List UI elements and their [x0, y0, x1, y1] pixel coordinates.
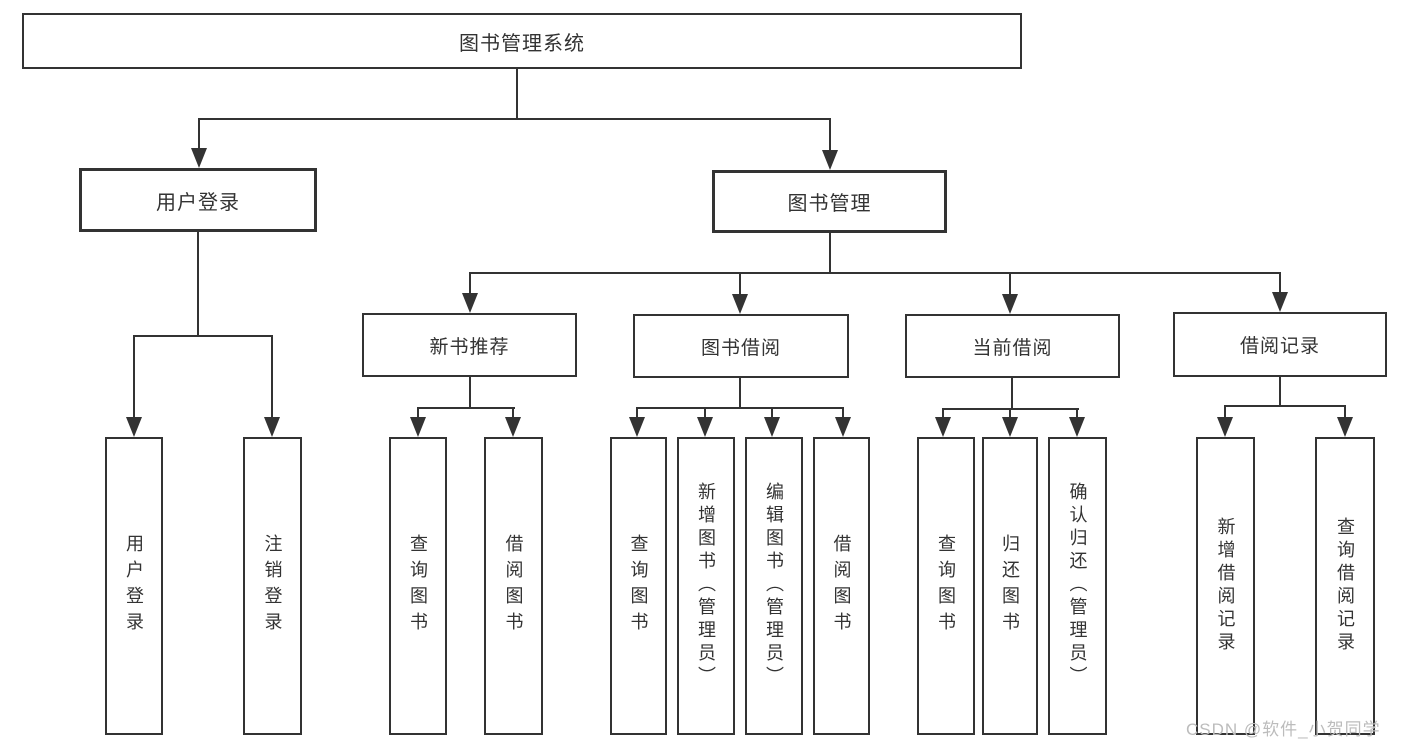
connector-line [1011, 378, 1013, 408]
connector-line [133, 335, 273, 337]
arrow-down-icon [1272, 292, 1288, 312]
arrow-down-icon [835, 417, 851, 437]
node-label: 注销登录 [262, 533, 283, 639]
connector-line [1009, 272, 1011, 296]
node-label: 图书管理 [787, 193, 872, 215]
arrow-down-icon [410, 417, 426, 437]
connector-line [417, 407, 515, 409]
node-label: 用户登录 [156, 191, 240, 214]
connector-line [1279, 377, 1281, 405]
csdn-watermark: CSDN @软件_小贺同学 [1186, 720, 1381, 739]
connector-line [133, 335, 135, 419]
connector-line [271, 335, 273, 419]
leaf-confirm-return-admin: 确认归还（管理员） [1048, 437, 1107, 735]
node-label: 确认归还（管理员） [1067, 482, 1088, 690]
connector-line [1344, 405, 1346, 419]
arrow-down-icon [1337, 417, 1353, 437]
connector-line [198, 118, 200, 150]
arrow-down-icon [629, 417, 645, 437]
connector-line [739, 272, 741, 296]
node-label: 新增图书（管理员） [696, 482, 716, 690]
leaf-query-books-borrowing: 查询图书 [610, 437, 667, 735]
node-label: 新增借阅记录 [1215, 516, 1236, 656]
node-label: 查询图书 [628, 533, 649, 639]
leaf-return-books: 归还图书 [982, 437, 1038, 735]
leaf-borrow-books-recommend: 借阅图书 [484, 437, 543, 735]
node-label: 借阅图书 [503, 533, 524, 639]
connector-line [198, 118, 831, 120]
arrow-down-icon [126, 417, 142, 437]
node-label: 查询图书 [408, 533, 428, 639]
arrow-down-icon [1002, 417, 1018, 437]
connector-line [469, 272, 471, 295]
connector-line [636, 407, 844, 409]
leaf-edit-books-admin: 编辑图书（管理员） [745, 437, 803, 735]
arrow-down-icon [462, 293, 478, 313]
node-label: 新书推荐 [429, 336, 510, 358]
node-label: 当前借阅 [972, 337, 1053, 359]
connector-line [512, 407, 514, 419]
connector-line [1224, 405, 1346, 407]
node-label: 用户登录 [124, 533, 144, 639]
arrow-down-icon [935, 417, 951, 437]
node-label: 图书管理系统 [459, 32, 585, 55]
node-label: 图书借阅 [700, 337, 781, 359]
connector-line [469, 272, 1281, 274]
leaf-user-login: 用户登录 [105, 437, 163, 735]
connector-line [771, 407, 773, 419]
node-book-borrowing: 图书借阅 [633, 314, 849, 378]
arrow-down-icon [1002, 294, 1018, 314]
node-label: 借阅图书 [831, 533, 852, 639]
connector-line [1076, 408, 1078, 419]
connector-line [197, 232, 199, 337]
arrow-down-icon [264, 417, 280, 437]
arrow-down-icon [822, 150, 838, 170]
connector-line [829, 233, 831, 272]
connector-line [842, 407, 844, 419]
leaf-query-books-current: 查询图书 [917, 437, 975, 735]
node-label: 编辑图书（管理员） [764, 482, 784, 690]
connector-line [1009, 408, 1011, 419]
node-new-book-recommend: 新书推荐 [362, 313, 577, 377]
arrow-down-icon [1217, 417, 1233, 437]
arrow-down-icon [732, 294, 748, 314]
connector-line [739, 378, 741, 407]
leaf-query-borrow-record: 查询借阅记录 [1315, 437, 1375, 735]
node-label: 归还图书 [1000, 533, 1020, 639]
connector-line [829, 118, 831, 152]
node-label: 借阅记录 [1239, 336, 1320, 357]
arrow-down-icon [191, 148, 207, 168]
node-borrowing-records: 借阅记录 [1173, 312, 1387, 377]
node-current-borrowing: 当前借阅 [905, 314, 1120, 378]
node-root-library-system: 图书管理系统 [22, 13, 1022, 69]
leaf-logout: 注销登录 [243, 437, 302, 735]
connector-line [1224, 405, 1226, 419]
leaf-borrow-books: 借阅图书 [813, 437, 870, 735]
connector-line [1279, 272, 1281, 294]
connector-line [942, 408, 944, 419]
node-book-management: 图书管理 [712, 170, 947, 233]
node-label: 查询图书 [936, 533, 956, 639]
node-label: 查询借阅记录 [1335, 516, 1355, 656]
leaf-add-borrow-record: 新增借阅记录 [1196, 437, 1255, 735]
leaf-query-books-recommend: 查询图书 [389, 437, 447, 735]
connector-line [516, 69, 518, 118]
arrow-down-icon [505, 417, 521, 437]
connector-line [469, 377, 471, 407]
arrow-down-icon [697, 417, 713, 437]
node-user-login: 用户登录 [79, 168, 317, 232]
arrow-down-icon [1069, 417, 1085, 437]
connector-line [704, 407, 706, 419]
connector-line [417, 407, 419, 419]
arrow-down-icon [764, 417, 780, 437]
leaf-add-books-admin: 新增图书（管理员） [677, 437, 735, 735]
connector-line [636, 407, 638, 419]
